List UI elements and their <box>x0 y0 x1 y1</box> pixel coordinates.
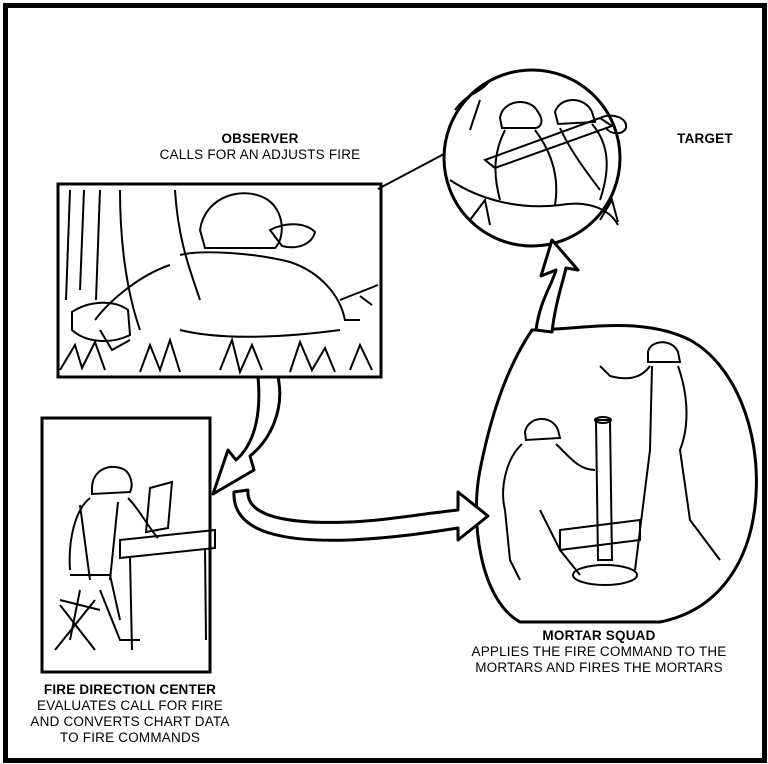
fdc-label: FIRE DIRECTION CENTER EVALUATES CALL FOR… <box>22 682 238 746</box>
arrow-fdc-to-mortar <box>234 490 488 540</box>
target-illustration <box>444 70 626 246</box>
mortar-squad-desc-line-2: MORTARS AND FIRES THE MORTARS <box>446 660 752 676</box>
fdc-desc-line-1: EVALUATES CALL FOR FIRE <box>22 698 238 714</box>
mortar-squad-desc-line-1: APPLIES THE FIRE COMMAND TO THE <box>446 644 752 660</box>
fdc-desc-line-3: TO FIRE COMMANDS <box>22 730 238 746</box>
observer-illustration <box>58 184 381 377</box>
arrow-mortar-to-target <box>536 240 578 332</box>
fdc-desc-line-2: AND CONVERTS CHART DATA <box>22 714 238 730</box>
fdc-title: FIRE DIRECTION CENTER <box>22 682 238 698</box>
target-title: TARGET <box>660 131 750 147</box>
observer-label: OBSERVER CALLS FOR AN ADJUSTS FIRE <box>120 131 400 163</box>
arrow-observer-to-fdc <box>213 377 280 494</box>
mortar-squad-label: MORTAR SQUAD APPLIES THE FIRE COMMAND TO… <box>446 628 752 676</box>
observer-title: OBSERVER <box>120 131 400 147</box>
fdc-illustration <box>42 418 215 672</box>
mortar-squad-illustration <box>476 326 756 622</box>
observer-description: CALLS FOR AN ADJUSTS FIRE <box>120 147 400 163</box>
mortar-squad-title: MORTAR SQUAD <box>446 628 752 644</box>
target-label: TARGET <box>660 131 750 147</box>
